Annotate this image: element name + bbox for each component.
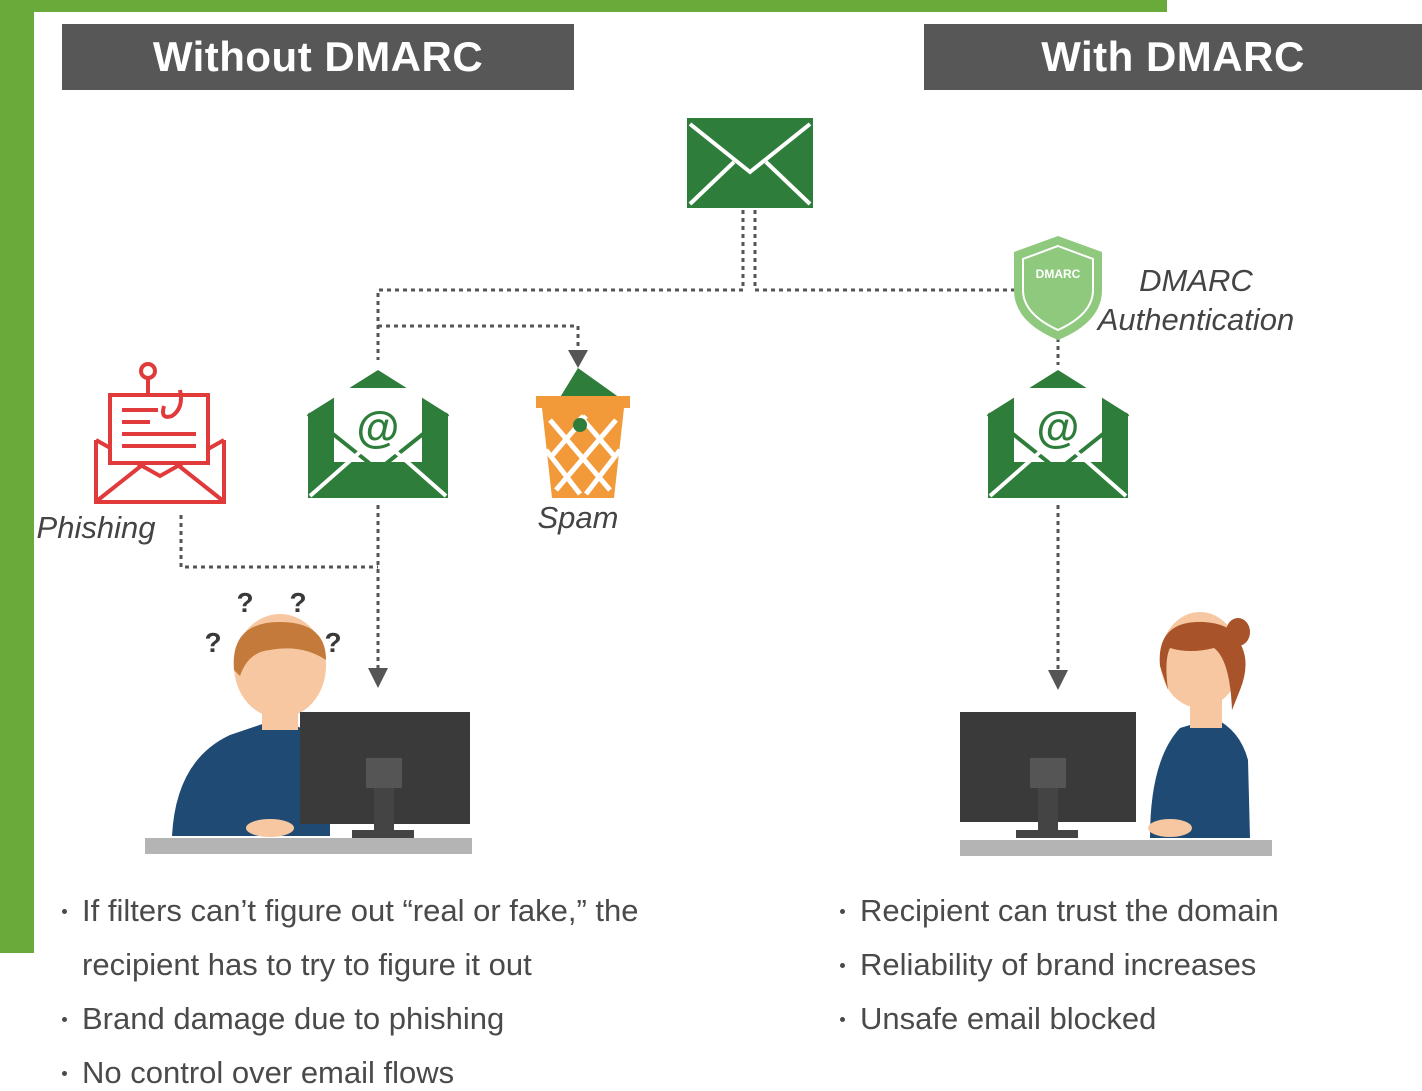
arrowhead-spam bbox=[568, 350, 588, 368]
phishing-label: Phishing bbox=[37, 510, 156, 545]
person-icon-right bbox=[1148, 612, 1250, 838]
dmarc-label-line1: DMARC bbox=[1139, 263, 1253, 298]
envelope-icon bbox=[687, 118, 813, 208]
without-dmarc-bullets: If filters can’t figure out “real or fak… bbox=[60, 884, 760, 1091]
bullet-item: If filters can’t figure out “real or fak… bbox=[60, 884, 760, 992]
bullet-item: Brand damage due to phishing bbox=[60, 992, 760, 1046]
open-envelope-icon-right: @ bbox=[986, 370, 1130, 498]
arrowhead-user-right bbox=[1048, 670, 1068, 690]
question-mark: ? bbox=[236, 587, 253, 618]
dmarc-label-line2: Authentication bbox=[1096, 302, 1294, 337]
connector-to-email-left bbox=[376, 288, 743, 360]
monitor-icon-left bbox=[145, 712, 472, 854]
spam-label: Spam bbox=[538, 500, 619, 535]
open-envelope-icon-left: @ bbox=[306, 370, 450, 498]
at-symbol-left: @ bbox=[357, 403, 400, 452]
connector-phishing-to-user bbox=[179, 515, 378, 569]
connector-to-spam bbox=[378, 324, 580, 355]
header-without-dmarc: Without DMARC bbox=[62, 24, 574, 90]
question-mark: ? bbox=[289, 587, 306, 618]
bullet-item: Recipient can trust the domain bbox=[838, 884, 1418, 938]
green-accent-bar-top bbox=[0, 0, 1167, 12]
green-accent-bar-left bbox=[0, 0, 34, 953]
at-symbol-right: @ bbox=[1037, 403, 1080, 452]
bullet-item: Reliability of brand increases bbox=[838, 938, 1418, 992]
question-mark: ? bbox=[324, 627, 341, 658]
trash-icon bbox=[536, 368, 630, 498]
bullet-item: No control over email flows bbox=[60, 1046, 760, 1091]
bullet-item: Unsafe email blocked bbox=[838, 992, 1418, 1046]
with-dmarc-bullets: Recipient can trust the domain Reliabili… bbox=[838, 884, 1418, 1046]
header-with-dmarc: With DMARC bbox=[924, 24, 1422, 90]
connector-lines bbox=[179, 210, 1060, 672]
question-mark: ? bbox=[204, 627, 221, 658]
monitor-icon-right bbox=[960, 712, 1272, 856]
flow-diagram: DMARC DMARC Authentication @ @ bbox=[37, 118, 1294, 856]
arrowheads bbox=[368, 350, 1068, 690]
shield-icon: DMARC bbox=[1014, 236, 1102, 340]
question-marks: ? ? ? ? bbox=[204, 587, 341, 658]
person-icon-left bbox=[172, 614, 330, 837]
phishing-icon bbox=[94, 362, 226, 504]
shield-label: DMARC bbox=[1036, 267, 1081, 281]
arrowhead-user-left bbox=[368, 668, 388, 688]
